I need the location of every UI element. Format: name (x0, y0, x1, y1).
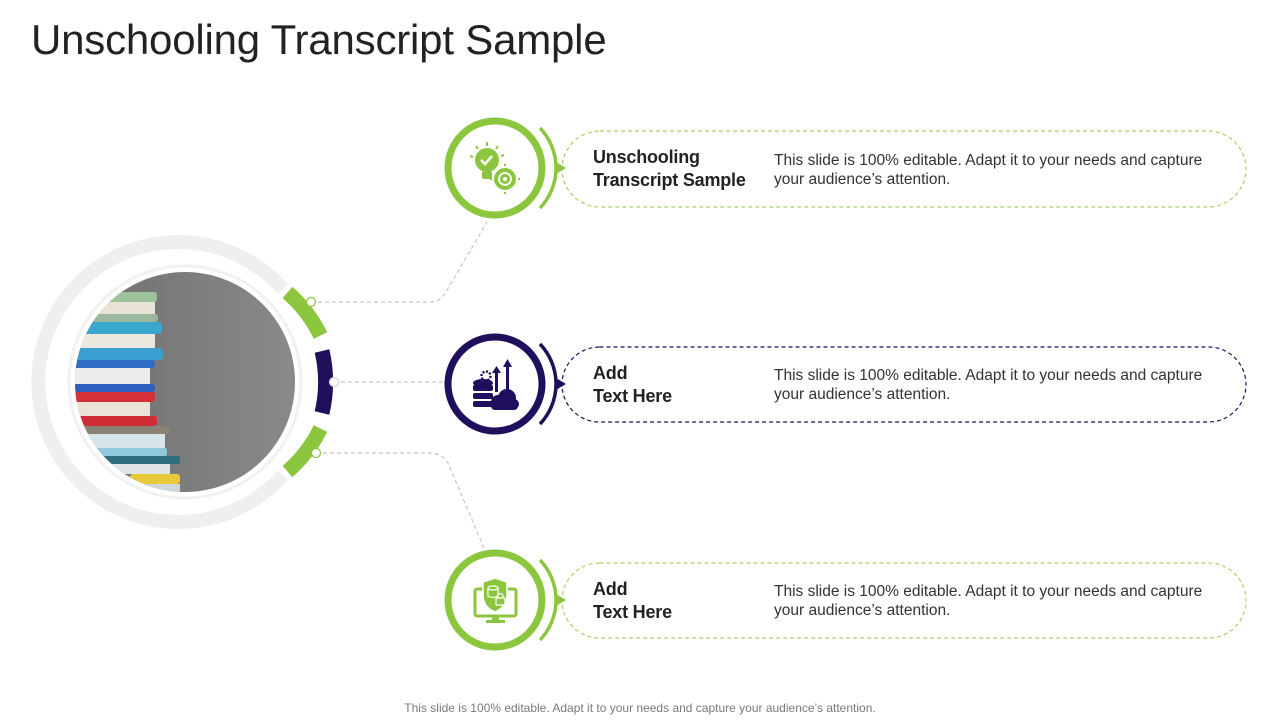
connector-dot-2 (328, 376, 340, 388)
books-photo (75, 272, 295, 492)
item-3-description-line1: This slide is 100% editable. Adapt it to… (774, 583, 1203, 600)
monitor-shield-lock-icon (473, 577, 518, 623)
item-1-graphic (444, 117, 1247, 219)
item-3-description-line2: your audience’s attention. (774, 602, 951, 619)
database-cloud-growth-icon (473, 359, 519, 410)
item-1-description-line2: your audience’s attention. (774, 171, 951, 188)
item-3-heading-line2: Text Here (593, 602, 672, 622)
item-3-heading: Add Text Here (593, 578, 672, 624)
item-1-heading-line2: Transcript Sample (593, 170, 746, 190)
item-3-heading-line1: Add (593, 579, 628, 599)
connector-lines (311, 221, 488, 549)
connector-dot-1 (305, 296, 317, 308)
item-2-description: This slide is 100% editable. Adapt it to… (774, 366, 1234, 404)
item-2-heading-line1: Add (593, 363, 628, 383)
footer-note: This slide is 100% editable. Adapt it to… (404, 701, 876, 715)
item-1-heading: Unschooling Transcript Sample (593, 146, 746, 192)
connector-dot-3 (310, 447, 322, 459)
ring-segment-top (282, 286, 328, 339)
slide-title: Unschooling Transcript Sample (31, 16, 607, 63)
item-3-description: This slide is 100% editable. Adapt it to… (774, 582, 1234, 620)
item-1-heading-line1: Unschooling (593, 147, 700, 167)
item-2-graphic (444, 333, 1247, 435)
item-1-description-line1: This slide is 100% editable. Adapt it to… (774, 152, 1203, 169)
ring-segment-bottom (282, 425, 328, 478)
inner-gray-ring (67, 264, 303, 500)
item-3-graphic (444, 549, 1247, 651)
item-2-description-line1: This slide is 100% editable. Adapt it to… (774, 367, 1203, 384)
ring-segment-middle (314, 349, 334, 415)
item-1-description: This slide is 100% editable. Adapt it to… (774, 151, 1234, 189)
outer-gray-ring (31, 235, 289, 529)
item-2-heading: Add Text Here (593, 362, 672, 408)
item-2-heading-line2: Text Here (593, 386, 672, 406)
lightbulb-check-target-icon (469, 142, 520, 194)
item-2-description-line2: your audience’s attention. (774, 386, 951, 403)
